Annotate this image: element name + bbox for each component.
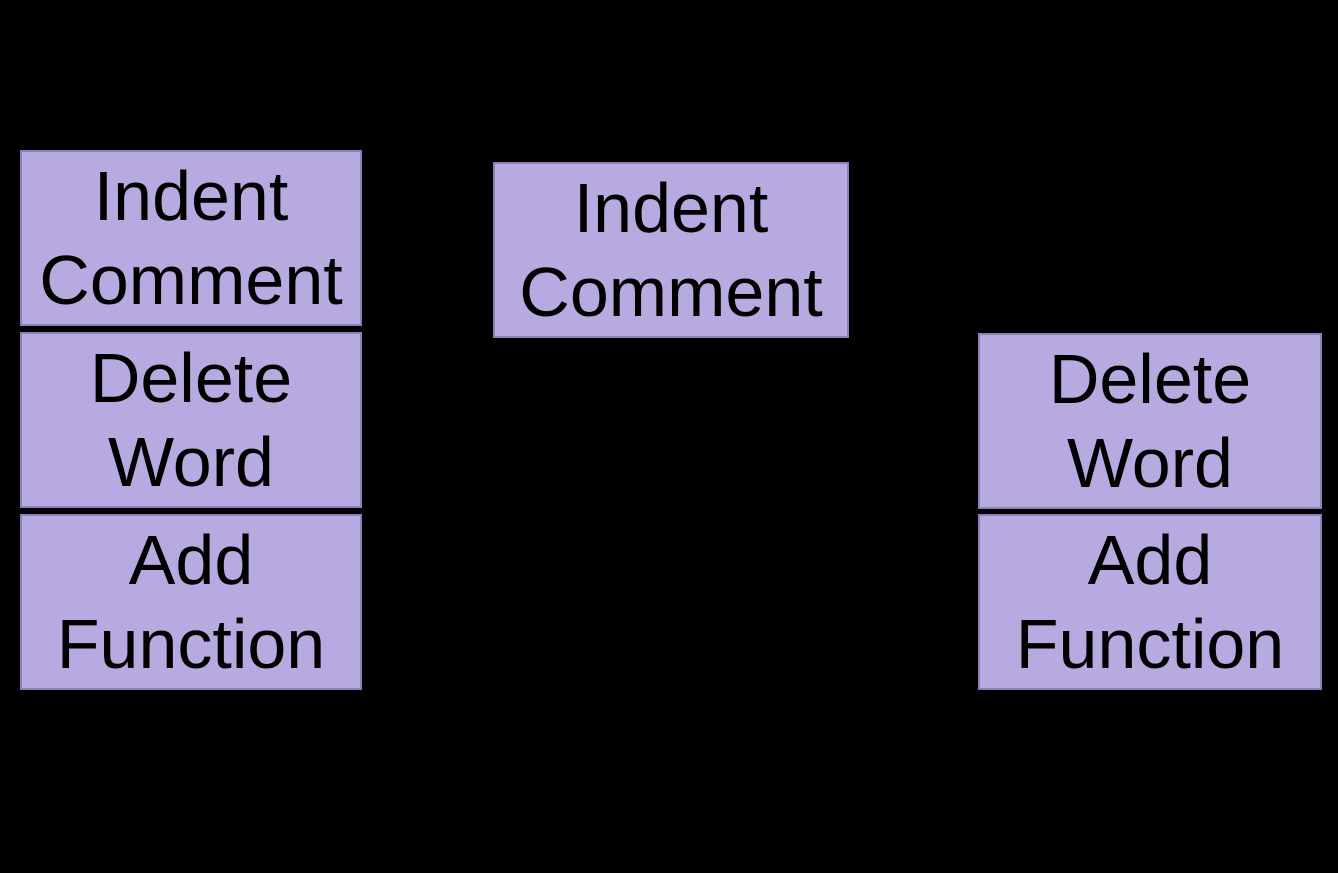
command-box-label: Add Function	[1015, 521, 1285, 683]
left-command-stack: Indent Comment Delete Word Add Function	[20, 150, 362, 690]
middle-command-stack: Indent Comment	[493, 162, 849, 338]
command-box-indent-comment: Indent Comment	[20, 150, 362, 326]
command-box-label: Add Function	[56, 521, 326, 683]
command-box-delete-word: Delete Word	[978, 333, 1322, 509]
command-box-label: Indent Comment	[519, 169, 823, 331]
command-box-label: Delete Word	[89, 339, 293, 501]
command-box-delete-word: Delete Word	[20, 332, 362, 508]
command-box-add-function: Add Function	[20, 514, 362, 690]
command-box-label: Indent Comment	[39, 157, 343, 319]
command-box-label: Delete Word	[1048, 340, 1252, 502]
command-box-add-function: Add Function	[978, 514, 1322, 690]
right-command-stack: Delete Word Add Function	[978, 333, 1322, 690]
command-box-indent-comment: Indent Comment	[493, 162, 849, 338]
